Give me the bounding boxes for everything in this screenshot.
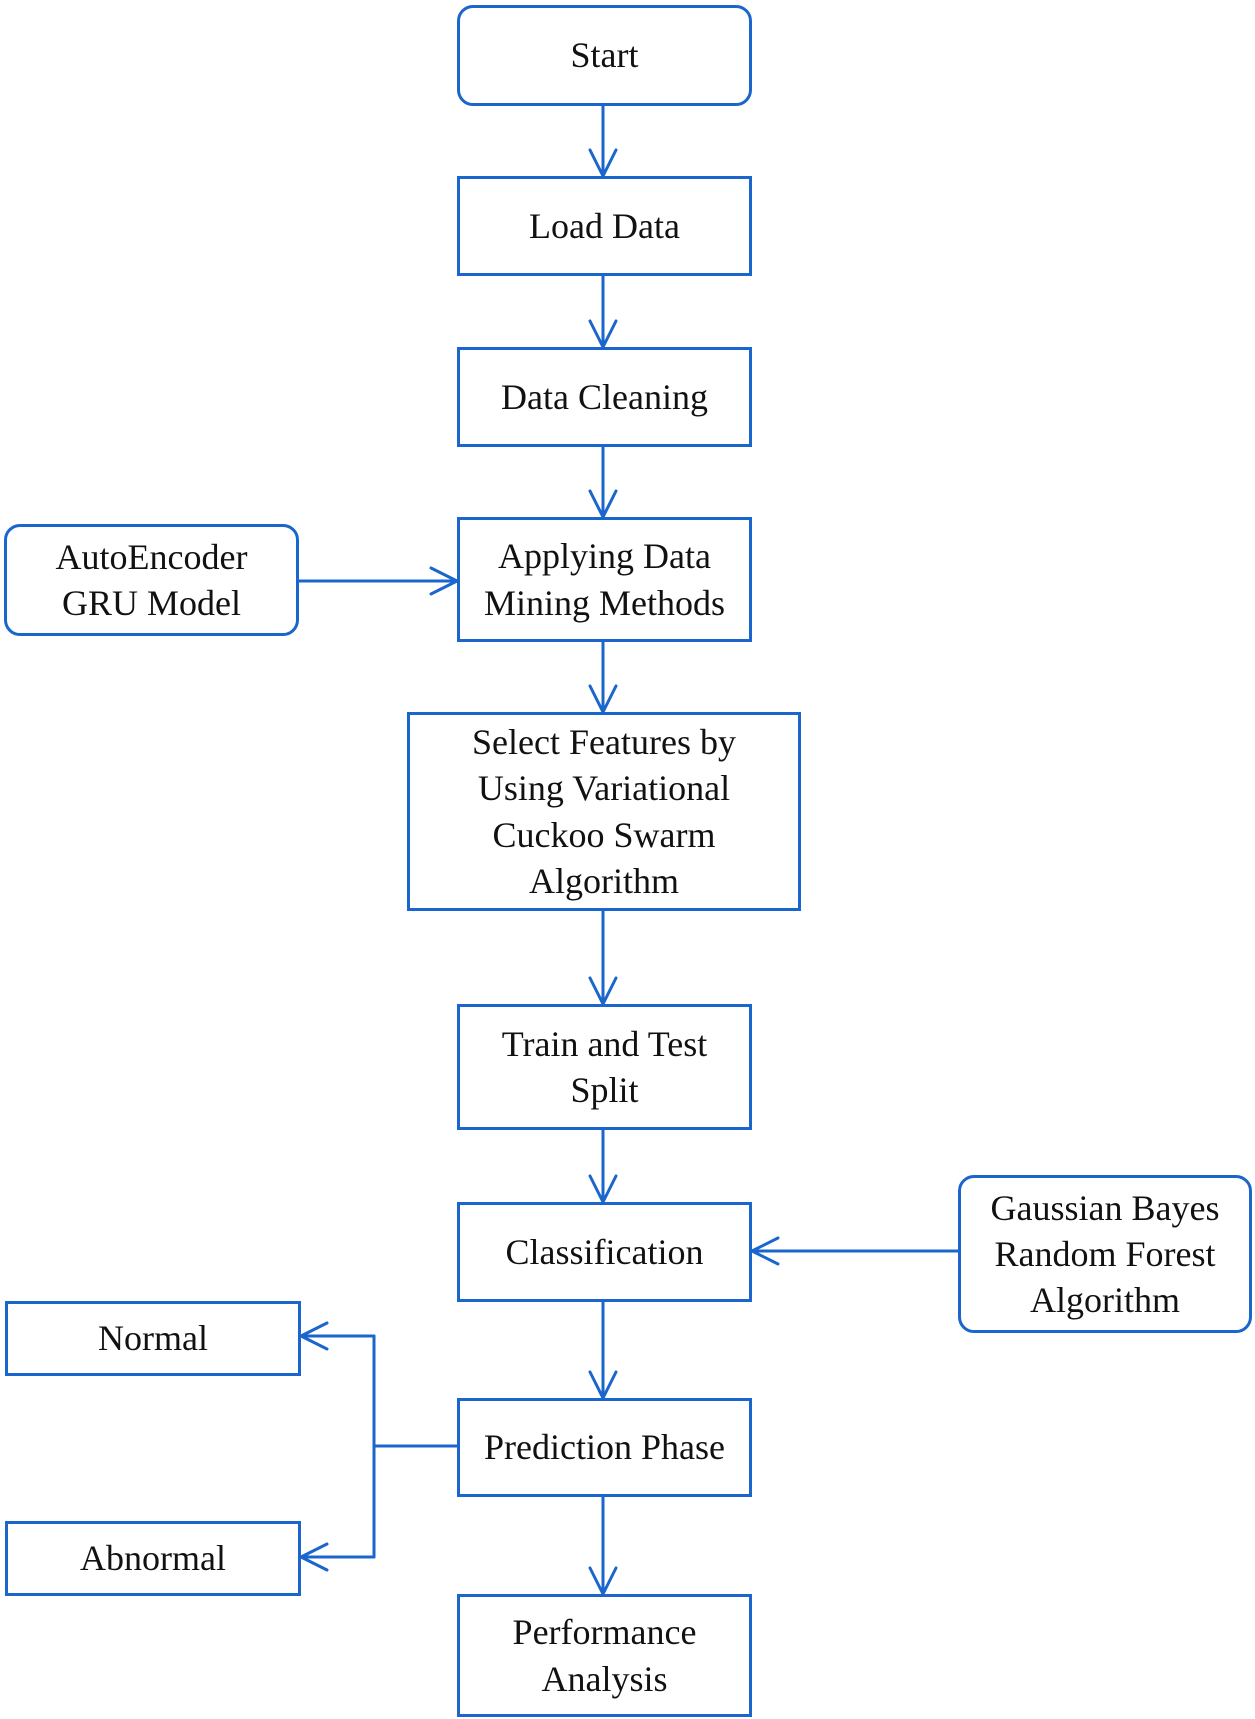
train-test-node: Train and Test Split — [457, 1004, 752, 1130]
node-label: Data Cleaning — [501, 376, 708, 417]
node-label: Select Features by — [472, 722, 736, 763]
select-features-node: Select Features by Using Variational Cuc… — [407, 712, 801, 911]
node-label: AutoEncoder — [55, 536, 248, 577]
node-label: Algorithm — [529, 860, 679, 901]
data-cleaning-node: Data Cleaning — [457, 347, 752, 447]
data-mining-node: Applying Data Mining Methods — [457, 517, 752, 642]
node-label: Random Forest — [994, 1233, 1216, 1274]
arrowhead-normal — [299, 1321, 329, 1351]
node-label: Split — [570, 1070, 639, 1110]
node-label: Train and Test — [501, 1023, 708, 1064]
load-data-node: Load Data — [457, 176, 752, 276]
prediction-node: Prediction Phase — [457, 1398, 752, 1497]
normal-node: Normal — [5, 1301, 301, 1376]
classifiers-node: Gaussian Bayes Random Forest Algorithm — [958, 1175, 1252, 1333]
node-label: Normal — [98, 1318, 208, 1359]
node-label: Analysis — [541, 1658, 668, 1699]
arrowhead-classification-side — [750, 1236, 780, 1266]
node-label: Abnormal — [80, 1538, 226, 1579]
node-label: Classification — [505, 1231, 704, 1272]
node-label: Using Variational — [477, 768, 731, 809]
node-label: Load Data — [529, 205, 680, 246]
classification-node: Classification — [457, 1202, 752, 1302]
node-label: Performance — [512, 1612, 697, 1653]
node-label: Gaussian Bayes — [990, 1187, 1220, 1228]
start-node: Start — [457, 5, 752, 106]
node-label: Algorithm — [1030, 1280, 1180, 1321]
node-label: Prediction Phase — [484, 1427, 725, 1468]
node-label: GRU Model — [62, 583, 241, 623]
performance-node: Performance Analysis — [457, 1594, 752, 1717]
arrowhead-abnormal — [299, 1542, 329, 1572]
abnormal-node: Abnormal — [5, 1521, 301, 1596]
node-label: Mining Methods — [483, 582, 725, 623]
node-label: Cuckoo Swarm — [492, 814, 716, 855]
node-label: Start — [570, 35, 639, 76]
autoencoder-node: AutoEncoder GRU Model — [4, 524, 299, 636]
node-label: Applying Data — [498, 536, 711, 577]
